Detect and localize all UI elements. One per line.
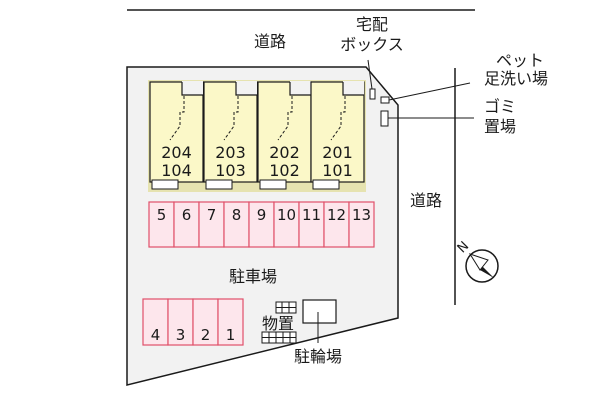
parking-space-4: 4 [142, 298, 169, 346]
parking-space-8: 8 [223, 201, 250, 248]
unit-balcony [312, 179, 340, 190]
parking-space-number: 13 [352, 206, 371, 224]
unit-number-lower: 102 [269, 161, 300, 180]
unit-number-upper: 201 [322, 143, 353, 162]
parking-label: 駐車場 [229, 267, 277, 286]
unit-notch-edge [342, 82, 364, 96]
parking-space-2: 2 [192, 298, 219, 346]
unit-outline [203, 81, 258, 183]
north-arrow-icon: N [455, 239, 499, 283]
parking-space-number: 2 [201, 326, 211, 344]
parking-space-number: 9 [257, 206, 267, 224]
parking-space-number: 3 [176, 326, 186, 344]
parking-space-number: 7 [207, 206, 217, 224]
parking-space-3: 3 [167, 298, 194, 346]
storage-label: 物置 [262, 314, 294, 333]
parking-space-6: 6 [173, 201, 200, 248]
garbage-label-2: 置場 [484, 117, 516, 136]
delivery-box-icon [369, 88, 376, 100]
unit-number-upper: 203 [215, 143, 246, 162]
parking-space-number: 4 [151, 326, 161, 344]
unit-notch [182, 81, 203, 95]
unit-number-lower: 104 [161, 161, 192, 180]
unit-partition [330, 96, 346, 141]
parking-space-outline [248, 201, 275, 248]
unit-balcony [259, 179, 287, 190]
unit-number-upper: 204 [161, 143, 192, 162]
road-label-top: 道路 [254, 32, 286, 51]
unit-outline [149, 81, 204, 183]
delivery-box-leader [367, 59, 373, 90]
parking-space-outline [223, 201, 250, 248]
parking-space-7: 7 [198, 201, 225, 248]
road-label-right: 道路 [410, 191, 442, 210]
unit-balcony [205, 179, 233, 190]
unit-balcony [151, 179, 179, 190]
parking-space-number: 12 [327, 206, 346, 224]
garbage-label-1: ゴミ [484, 97, 516, 116]
parking-space-13: 13 [348, 201, 375, 248]
parking-space-number: 10 [277, 206, 296, 224]
unit-notch [236, 81, 257, 95]
unit-number-upper: 202 [269, 143, 300, 162]
parking-space-outline [148, 201, 175, 248]
garbage-icon [380, 110, 389, 127]
bicycle-parking-label: 駐輪場 [294, 347, 342, 366]
unit-notch [290, 81, 311, 95]
parking-space-number: 1 [226, 326, 236, 344]
parking-space-outline [192, 298, 219, 346]
parking-space-outline [167, 298, 194, 346]
pet-wash-leader [388, 82, 471, 101]
parking-space-outline [217, 298, 244, 346]
parking-space-outline [173, 201, 200, 248]
unit-partition [277, 96, 293, 141]
parking-space-number: 6 [182, 206, 192, 224]
parking-space-number: 5 [157, 206, 167, 224]
parking-space-outline [273, 201, 300, 248]
pet-wash-label-1: ペット [496, 51, 544, 70]
parking-space-10: 10 [273, 201, 300, 248]
unit-number-lower: 101 [322, 161, 353, 180]
unit-partition [169, 96, 185, 141]
parking-space-11: 11 [298, 201, 325, 248]
parking-space-12: 12 [323, 201, 350, 248]
delivery-box-label-1: 宅配 [356, 15, 388, 34]
delivery-box-label-2: ボックス [340, 35, 404, 54]
unit-partition [223, 96, 239, 141]
pet-wash-label-2: 足洗い場 [484, 69, 548, 88]
parking-space-5: 5 [148, 201, 175, 248]
unit-number-lower: 103 [215, 161, 246, 180]
unit-outline [310, 81, 365, 183]
storage-shed [302, 299, 337, 324]
parking-space-1: 1 [217, 298, 244, 346]
pet-wash-icon [380, 96, 390, 104]
parking-space-outline [348, 201, 375, 248]
unit-notch-edge [181, 82, 203, 96]
parking-space-outline [323, 201, 350, 248]
parking-space-9: 9 [248, 201, 275, 248]
unit-notch [343, 81, 364, 95]
parking-space-number: 8 [232, 206, 242, 224]
bicycle-racks [261, 301, 297, 344]
parking-space-number: 11 [302, 206, 321, 224]
parking-space-outline [142, 298, 169, 346]
unit-notch-edge [235, 82, 257, 96]
unit-notch-edge [289, 82, 311, 96]
